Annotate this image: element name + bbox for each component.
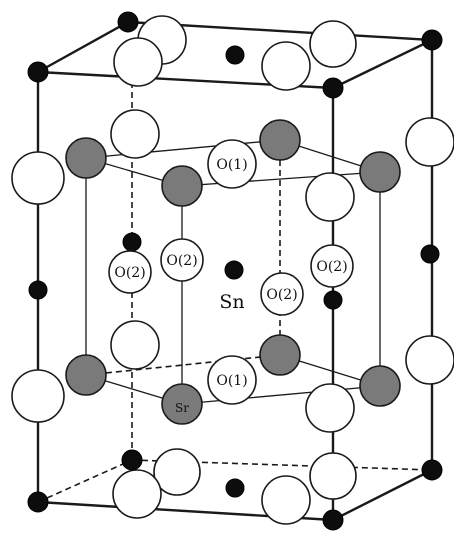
- lower-sr-plane: [85, 354, 381, 405]
- oxygen-atom: [11, 151, 65, 205]
- oxygen-atom: [113, 37, 163, 87]
- oxygen-atom-o2-center: [160, 238, 204, 282]
- sr-atom: [359, 151, 401, 193]
- sr-atom: [65, 354, 107, 396]
- sr-atom: [259, 119, 301, 161]
- label-o2-right-inner: O(2): [266, 287, 297, 303]
- sn-atom: [28, 280, 48, 300]
- label-o2-center: O(2): [166, 253, 197, 269]
- sn-atom: [421, 459, 443, 481]
- sn-atom: [323, 290, 343, 310]
- oxygen-atom: [305, 172, 355, 222]
- oxygen-atom: [11, 369, 65, 423]
- sn-atom: [27, 61, 49, 83]
- sn-atom: [421, 29, 443, 51]
- oxygen-atom-o2-right-outer: [310, 244, 354, 288]
- label-sr: Sr: [175, 401, 189, 415]
- label-o1-top: O(1): [216, 157, 247, 173]
- sr-atom: [359, 365, 401, 407]
- label-o2-left: O(2): [114, 265, 145, 281]
- sn-atom: [420, 244, 440, 264]
- sr-atom: [65, 137, 107, 179]
- atom-labels: O(1) O(2) O(2) O(2) O(2) O(1) Sn Sr: [114, 157, 347, 415]
- sn-atoms: [27, 11, 443, 531]
- sr-atom: [161, 165, 203, 207]
- labeled-oxygen-atoms: [108, 139, 354, 405]
- sr-atom-labeled: [161, 383, 203, 425]
- sn-atom: [225, 478, 245, 498]
- oxygen-atoms-back: [11, 15, 454, 525]
- oxygen-atom-o2-right-inner: [260, 272, 304, 316]
- oxygen-atom: [261, 475, 311, 525]
- oxygen-atom: [309, 452, 357, 500]
- oxygen-atom: [153, 448, 201, 496]
- label-sn: Sn: [219, 291, 244, 313]
- sn-atom: [117, 11, 139, 33]
- oxygen-atom-o1-top: [207, 139, 257, 189]
- sn-atom: [27, 491, 49, 513]
- oxygen-atom-o2-left: [108, 250, 152, 294]
- oxygen-atom: [110, 109, 160, 159]
- oxygen-atom: [112, 469, 162, 519]
- label-o2-right-outer: O(2): [316, 259, 347, 275]
- oxygen-atom: [309, 20, 357, 68]
- oxygen-atom: [305, 383, 355, 433]
- sn-atom: [225, 45, 245, 65]
- oxygen-atom-o1-bottom: [207, 355, 257, 405]
- sn-atom: [322, 509, 344, 531]
- cell-bottom-back-hidden: [37, 459, 133, 503]
- label-o1-bottom: O(1): [216, 373, 247, 389]
- oxygen-atom: [110, 320, 160, 370]
- sr-atom: [259, 334, 301, 376]
- sn-atom: [121, 449, 143, 471]
- sn-atom: [224, 260, 244, 280]
- oxygen-atom: [405, 117, 454, 167]
- sn-atom: [122, 232, 142, 252]
- lower-sr-plane-back: [85, 354, 281, 376]
- sn-atom: [322, 77, 344, 99]
- oxygen-atom: [261, 41, 311, 91]
- cell-bottom-right: [332, 468, 433, 522]
- sr-atoms: [65, 119, 401, 425]
- oxygen-atom: [405, 335, 454, 385]
